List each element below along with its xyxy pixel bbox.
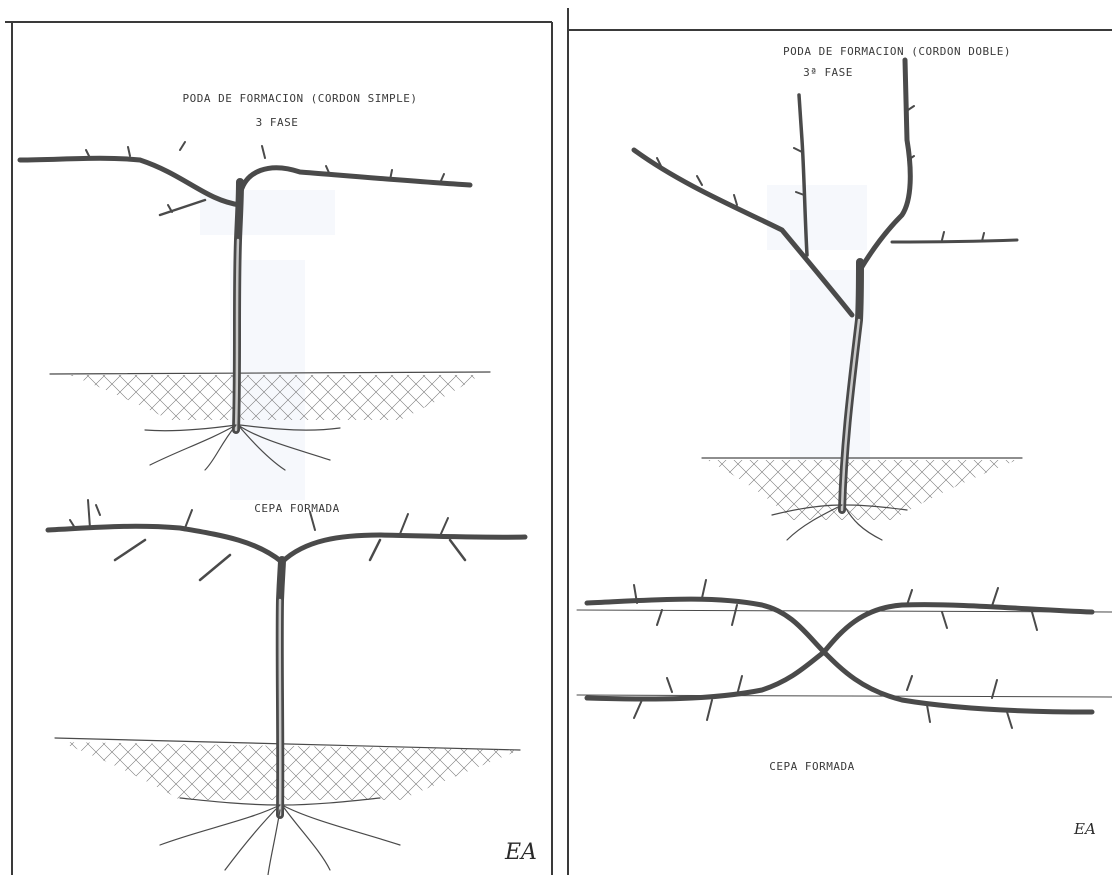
vine-3-fase [20,142,490,470]
soil-hatch [70,375,480,420]
sheet-frame [568,8,1112,875]
left-branch [634,150,852,315]
left-arm [48,526,282,562]
right-sheet: PODA DE FORMACION (CORDON DOBLE) 3ª FASE… [562,0,1112,875]
spurs [657,106,984,241]
signature: EA [1074,820,1096,838]
roots [145,425,340,470]
signature: EA [505,840,537,865]
soil-hatch [707,460,1017,520]
phase-label: 3ª FASE [803,66,853,79]
right-drawing [562,0,1112,875]
spurs [86,142,444,212]
bottom-caption: CEPA FORMADA [254,502,339,515]
spurs [634,580,1037,728]
roots [160,798,400,875]
bottom-caption: CEPA FORMADA [769,760,854,773]
side-shoot [115,540,465,580]
lower-cordon [587,652,1092,712]
ground-line [50,372,490,374]
vine-3-fase [634,60,1022,540]
right-branch [860,60,910,270]
vine-cepa-formada [577,580,1112,728]
left-drawing [0,0,562,875]
vine-cepa-formada [48,500,525,875]
left-sheet: PODA DE FORMACION (CORDON SIMPLE) 3 FASE… [0,0,562,875]
sheet-title: PODA DE FORMACION (CORDON SIMPLE) [182,92,417,105]
right-arm [240,168,470,195]
right-arm [282,535,525,562]
sheet-title: PODA DE FORMACION (CORDON DOBLE) [783,45,1011,58]
soil-hatch [60,742,520,800]
upper-cordon [587,599,1092,652]
side-shoot [160,200,205,215]
left-arm [20,158,240,205]
upright-shoot [799,95,807,255]
phase-label: 3 FASE [256,116,299,129]
side-shoot [892,240,1017,242]
